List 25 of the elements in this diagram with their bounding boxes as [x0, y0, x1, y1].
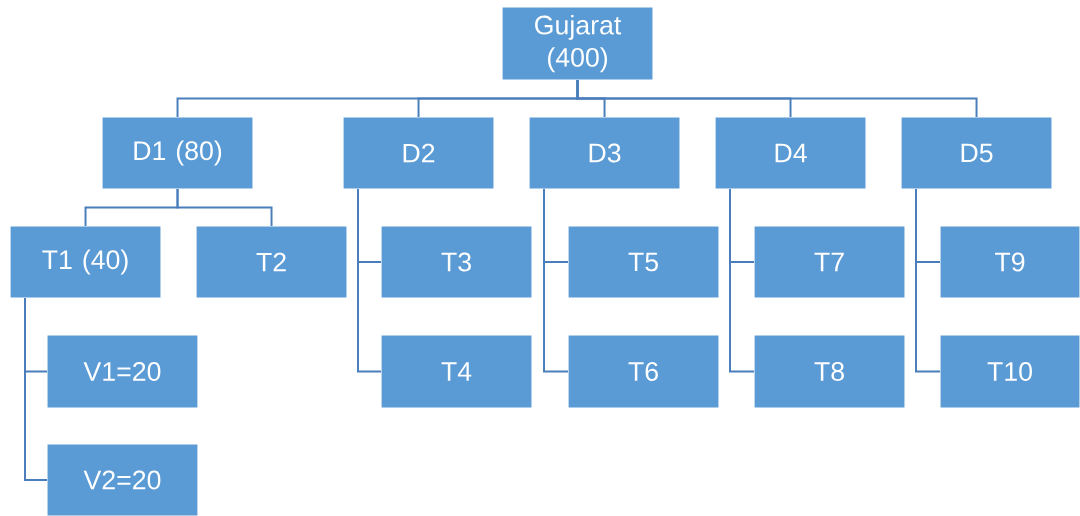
org-box: D1 (80)	[101, 116, 254, 190]
connector-line	[576, 79, 978, 118]
org-box: V2=20	[46, 443, 199, 516]
org-box: D2	[342, 116, 495, 190]
org-box: V1=20	[46, 334, 199, 409]
org-box: D4	[714, 116, 867, 190]
org-box: T3	[380, 225, 533, 299]
org-box: T4	[380, 334, 533, 409]
org-box: T9	[939, 225, 1080, 299]
connector-line	[729, 188, 755, 373]
org-box: T6	[567, 334, 720, 409]
org-box: T2	[195, 225, 348, 299]
org-box: T10	[939, 334, 1080, 409]
connector-line	[357, 188, 382, 373]
org-box: D5	[900, 116, 1053, 190]
org-box: T8	[753, 334, 906, 409]
connector-line	[915, 188, 941, 373]
org-box: D3	[528, 116, 681, 190]
connector-line	[176, 188, 273, 227]
connector-line	[24, 297, 48, 481]
org-box: T7	[753, 225, 906, 299]
connector-line	[543, 188, 569, 373]
org-box: T1 (40)	[9, 225, 162, 299]
org-box: T5	[567, 225, 720, 299]
org-box: Gujarat (400)	[501, 6, 654, 81]
